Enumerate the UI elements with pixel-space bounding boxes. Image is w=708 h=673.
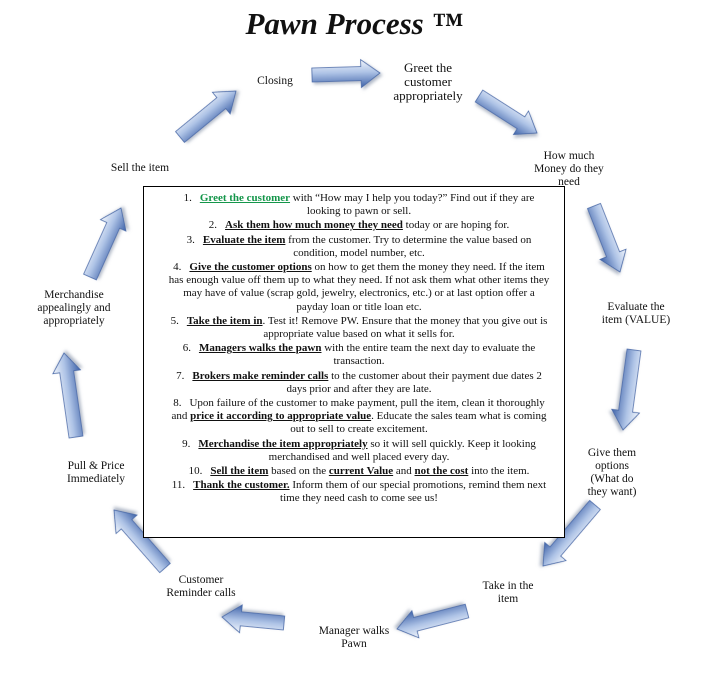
step-heading: Managers walks the pawn <box>198 342 322 355</box>
cycle-arrow-3 <box>586 202 627 273</box>
step-heading: Take the item in <box>186 314 263 327</box>
step-text: and <box>393 465 415 478</box>
step-text: today or are hoping for. <box>402 219 510 232</box>
process-step: 5. Take the item in. Test it! Remove PW. … <box>166 315 552 341</box>
step-number: 10. <box>188 465 203 478</box>
cycle-arrow-9 <box>52 352 84 439</box>
cycle-arrow-4 <box>610 348 642 431</box>
page-title: Pawn Process ™ <box>245 6 463 41</box>
process-step: 9. Merchandise the item appropriately so … <box>166 438 552 464</box>
cycle-label-merchandise: Merchandise appealingly and appropriatel… <box>37 289 111 327</box>
step-text: with the entire team the next day to eva… <box>321 342 536 368</box>
step-number: 1. <box>183 192 192 204</box>
cycle-label-give-options: Give them options (What do they want) <box>587 447 637 498</box>
step-text: so it will sell quickly. Keep it looking… <box>268 437 536 463</box>
step-number: 3. <box>186 233 195 246</box>
step-number: 2. <box>208 219 218 232</box>
step-heading: Evaluate the item <box>202 233 286 246</box>
step-text: to the customer about their payment due … <box>286 369 542 395</box>
cycle-label-reminder-calls: Customer Reminder calls <box>166 574 236 599</box>
cycle-label-greet: Greet the customer appropriately <box>393 60 463 103</box>
step-number: 4. <box>173 261 182 274</box>
step-heading: Brokers make reminder calls <box>192 369 329 382</box>
step-number: 11. <box>171 479 186 492</box>
step-number: 5. <box>170 314 179 327</box>
step-text: Upon failure of the customer to make pay… <box>171 397 545 423</box>
cycle-arrow-2 <box>474 89 538 136</box>
step-text: Inform them of our special promotions, r… <box>280 479 547 505</box>
step-text: based on the <box>268 465 329 478</box>
cycle-label-evaluate: Evaluate the item (VALUE) <box>601 301 671 326</box>
process-step: 6. Managers walks the pawn with the entir… <box>166 342 552 368</box>
step-emphasis: price it according to appropriate value <box>190 410 372 423</box>
cycle-arrow-10 <box>83 207 127 281</box>
cycle-label-take-in-item: Take in the item <box>482 580 534 605</box>
step-number: 8. <box>173 397 182 410</box>
cycle-arrow-1 <box>311 58 381 89</box>
cycle-arrow-6 <box>396 603 470 639</box>
step-text: from the customer. Try to determine the … <box>285 233 532 259</box>
step-text: with “How may I help you today?” Find ou… <box>290 192 535 218</box>
process-step: 2. Ask them how much money they need toda… <box>166 219 552 232</box>
cycle-arrow-5 <box>542 499 601 567</box>
step-text: into the item. <box>468 465 530 478</box>
step-heading: Greet the customer <box>199 192 291 204</box>
cycle-arrow-7 <box>221 604 286 634</box>
process-steps-box: 1. Greet the customer with “How may I hel… <box>143 186 565 538</box>
process-steps-list: 1. Greet the customer with “How may I hel… <box>144 187 564 506</box>
step-emphasis: not the cost <box>414 465 469 478</box>
process-step: 10. Sell the item based on the current Va… <box>166 465 552 478</box>
process-step: 1. Greet the customer with “How may I hel… <box>166 192 552 218</box>
step-heading: Sell the item <box>210 465 269 478</box>
cycle-label-sell-item: Sell the item <box>110 162 170 174</box>
cycle-arrow-11 <box>174 90 237 143</box>
process-step: 8.Upon failure of the customer to make p… <box>166 397 552 437</box>
process-step: 3. Evaluate the item from the customer. T… <box>166 234 552 260</box>
step-heading: Give the customer options <box>189 261 312 274</box>
cycle-label-manager-walks: Manager walks Pawn <box>318 625 390 650</box>
cycle-label-pull-price: Pull & Price Immediately <box>66 460 126 485</box>
step-heading: Thank the customer. <box>193 479 290 492</box>
step-heading: Ask them how much money they need <box>225 219 403 232</box>
step-number: 9. <box>182 437 191 450</box>
step-text: . Educate the sales team what is coming … <box>290 410 547 436</box>
step-heading: Merchandise the item appropriately <box>198 437 368 450</box>
step-number: 7. <box>176 369 185 382</box>
step-emphasis: current Value <box>328 465 394 478</box>
process-step: 11. Thank the customer. Inform them of ou… <box>166 479 552 505</box>
step-text: on how to get them the money they need. … <box>168 261 550 313</box>
cycle-arrow-8 <box>113 509 171 574</box>
process-step: 4. Give the customer options on how to ge… <box>166 261 552 314</box>
process-step: 7. Brokers make reminder calls to the cus… <box>166 370 552 396</box>
step-text: . Test it! Remove PW. Ensure that the mo… <box>262 314 548 341</box>
step-number: 6. <box>182 342 191 355</box>
cycle-label-how-much-money: How much Money do they need <box>534 150 604 188</box>
cycle-label-closing: Closing <box>257 75 293 87</box>
